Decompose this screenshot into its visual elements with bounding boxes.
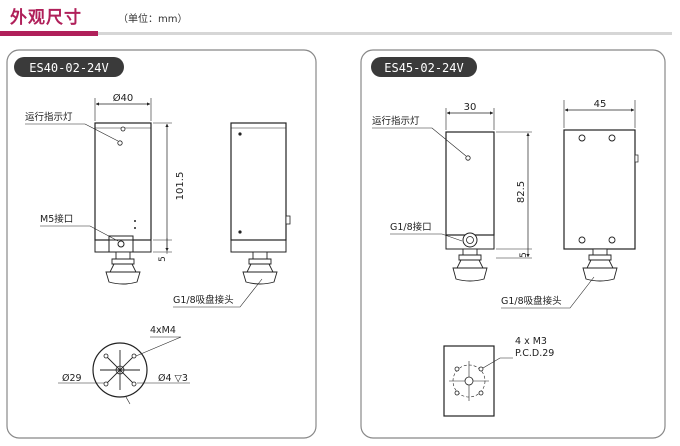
es45-depth-dim: 45 [594, 99, 607, 110]
panel-es45: ES45-02-24V 30 82.5 5 运行指示灯 G1/8接口 [360, 49, 666, 439]
mount-hole-icon [454, 366, 460, 372]
es45-port-label: G1/8接口 [390, 221, 432, 233]
indicator-led-icon [465, 155, 471, 161]
m5-port-icon [117, 240, 125, 248]
es40-indicator-label: 运行指示灯 [25, 111, 73, 123]
title-accent-rule [0, 31, 98, 36]
es40-holes-label: 4xM4 [150, 325, 176, 336]
es40-pcd-label: Ø29 [62, 373, 82, 384]
es45-indicator-label: 运行指示灯 [372, 115, 420, 127]
section-title: 外观尺寸 [10, 8, 82, 28]
model-badge-es40 [14, 57, 124, 77]
unit-note: （单位：mm） [118, 14, 188, 25]
suction-cup-icon [452, 267, 488, 282]
es45-side-body [563, 129, 636, 250]
model-badge-es45 [371, 57, 477, 77]
es45-offset-dim: 5 [519, 252, 529, 258]
es45-pcd-label: P.C.D.29 [515, 348, 554, 359]
es40-offset-dim: 5 [158, 256, 168, 262]
es45-suction-label: G1/8吸盘接头 [501, 295, 562, 307]
es40-side-body [230, 122, 287, 241]
es45-holes-label: 4 x M3 [515, 336, 547, 347]
mount-hole-icon [103, 353, 109, 359]
es40-hole-spec-label: Ø4 ▽3 [158, 373, 188, 384]
es45-front-body [445, 131, 495, 236]
suction-cup-icon [105, 271, 141, 285]
es45-width-dim: 30 [464, 102, 477, 113]
es40-height-dim: 101.5 [175, 172, 186, 201]
es40-width-dim: Ø40 [113, 92, 134, 104]
es40-port-label: M5接口 [40, 213, 73, 225]
top-screw-icon [120, 126, 126, 132]
model-label-es45: ES45-02-24V [384, 61, 463, 75]
indicator-led-icon [117, 140, 123, 146]
section-header: 外观尺寸 （单位：mm） [0, 0, 680, 40]
es40-suction-label: G1/8吸盘接头 [173, 294, 234, 306]
model-label-es40: ES40-02-24V [29, 61, 108, 75]
title-gray-rule [98, 32, 672, 35]
panel-es40: ES40-02-24V Ø40 101.5 5 运行指示灯 M5接口 [6, 49, 317, 439]
es45-height-dim: 82.5 [516, 181, 527, 203]
es40-front-body [94, 122, 152, 241]
